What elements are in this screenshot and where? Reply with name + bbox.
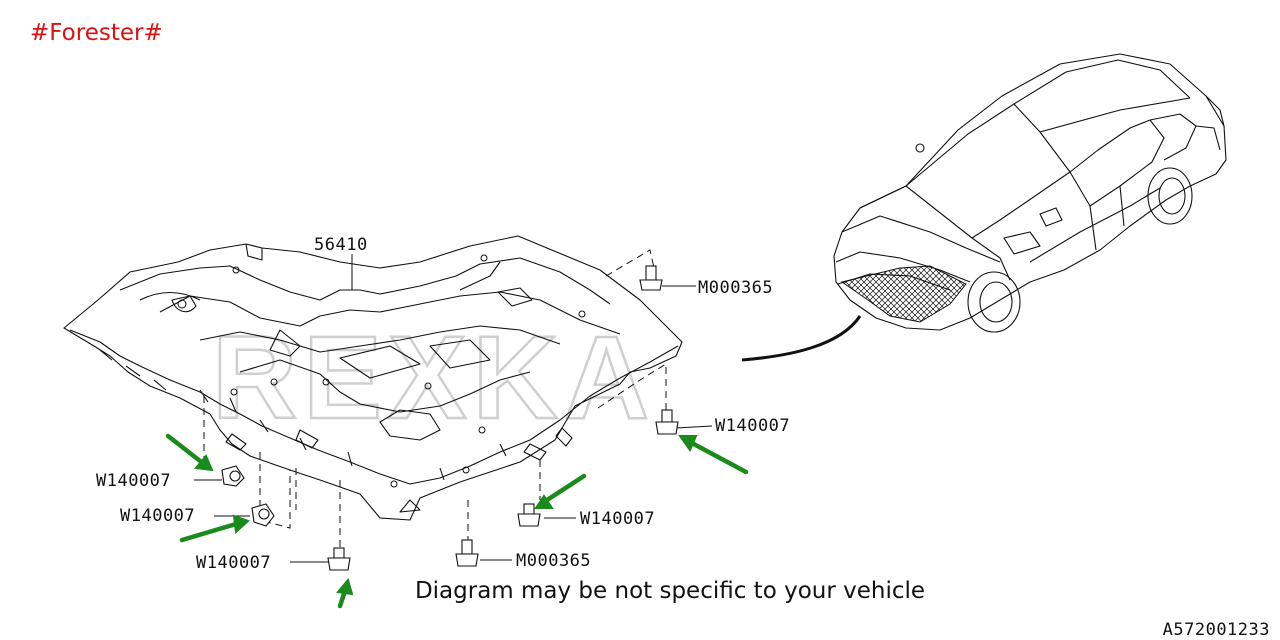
bolt-icon	[655, 409, 679, 435]
label-bolt-center: W140007	[580, 509, 655, 529]
model-tag: #Forester#	[30, 20, 163, 46]
under-cover-panel	[63, 235, 683, 521]
panel-holes	[177, 254, 586, 488]
fasteners	[221, 265, 679, 571]
clip-icon	[455, 539, 479, 567]
bolt-icon	[221, 465, 245, 487]
bolt-icon	[517, 503, 541, 527]
car-undercover-highlight	[840, 265, 967, 323]
clip-icon	[639, 265, 663, 291]
green-arrow-icon	[336, 577, 354, 609]
label-clip-upper-right: M000365	[698, 278, 773, 298]
green-arrow-icon	[534, 473, 587, 509]
guide-lines	[203, 249, 667, 548]
label-bolt-left-3: W140007	[196, 553, 271, 573]
green-arrow-icon	[165, 433, 214, 472]
diagram-code: A572001233	[1162, 620, 1270, 640]
bolt-icon	[251, 503, 275, 527]
leader-lines	[194, 254, 713, 563]
label-clip-lower-center: M000365	[516, 551, 591, 571]
pointer-arrows	[165, 433, 749, 609]
green-arrow-icon	[678, 435, 749, 475]
watermark: REXKA	[212, 312, 655, 444]
bolt-icon	[327, 547, 351, 571]
label-under-cover: 56410	[314, 235, 368, 255]
label-bolt-left-2: W140007	[120, 506, 195, 526]
green-arrow-icon	[179, 514, 250, 543]
car-illustration	[833, 53, 1227, 333]
disclaimer-text: Diagram may be not specific to your vehi…	[414, 578, 926, 604]
label-bolt-left-1: W140007	[96, 471, 171, 491]
label-bolt-right: W140007	[715, 416, 790, 436]
car-pointer-line	[741, 315, 862, 362]
